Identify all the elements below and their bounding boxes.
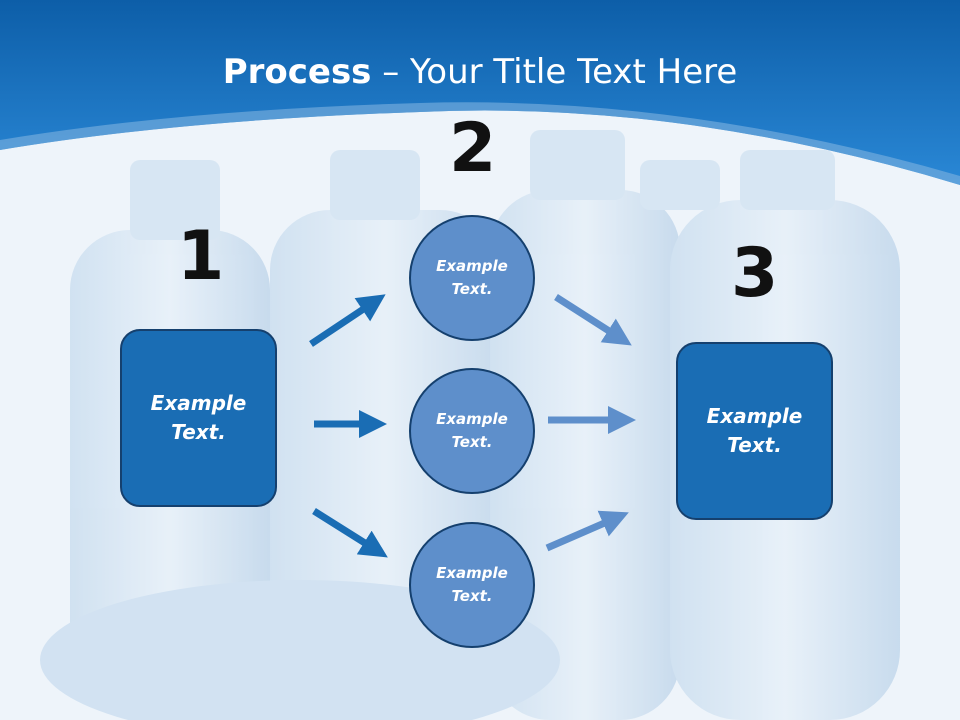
arrow-left-to-bottom: [312, 508, 388, 558]
step-3-box: Example Text.: [676, 342, 833, 520]
step-1-box: Example Text.: [120, 329, 277, 507]
step-2-circle-bottom: Example Text.: [409, 522, 535, 648]
step-2-circle-top: Example Text.: [409, 215, 535, 341]
step-1-text: Example Text.: [150, 391, 247, 444]
step-3-text: Example Text.: [706, 404, 803, 457]
step-number-3: 3: [731, 234, 779, 313]
circle-top-text: Example Text.: [436, 257, 508, 298]
circle-bottom-text: Example Text.: [436, 564, 508, 605]
title-bold: Process: [222, 52, 372, 92]
arrow-left-to-top: [309, 294, 386, 347]
slide-title: Process – Your Title Text Here: [0, 52, 960, 92]
step-number-1: 1: [177, 217, 225, 296]
circle-middle-text: Example Text.: [436, 410, 508, 451]
step-number-2: 2: [449, 109, 497, 188]
title-rest: – Your Title Text Here: [371, 52, 738, 92]
arrow-top-to-right: [554, 294, 632, 346]
arrow-bottom-to-right: [545, 510, 629, 552]
step-2-circle-middle: Example Text.: [409, 368, 535, 494]
